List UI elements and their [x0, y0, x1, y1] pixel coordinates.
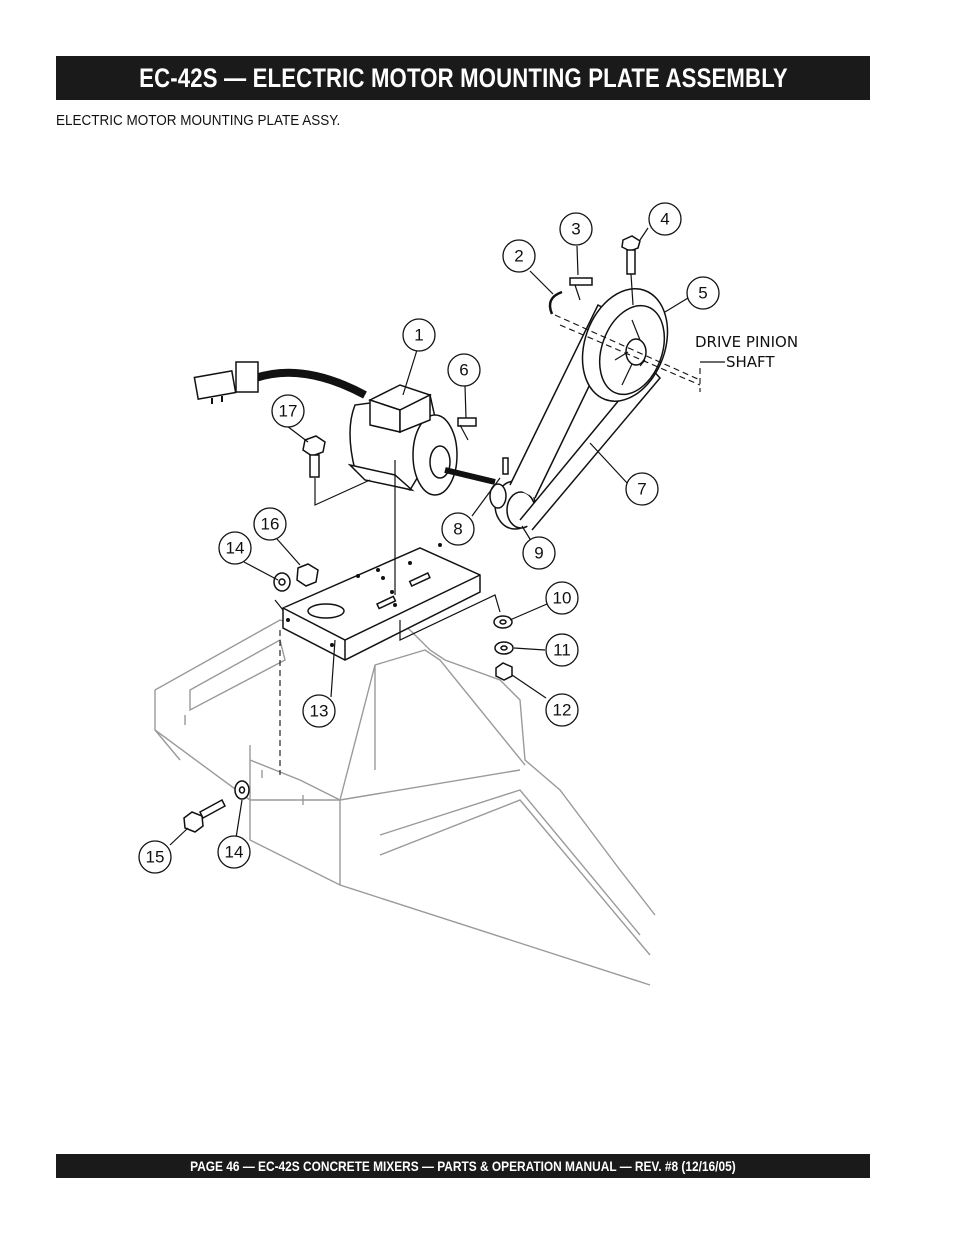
svg-text:17: 17	[279, 402, 298, 421]
callout-7: 7	[625, 472, 659, 506]
svg-text:7: 7	[637, 480, 646, 499]
callout-9: 9	[522, 536, 556, 570]
callout-8: 8	[441, 512, 475, 546]
callout-17: 17	[271, 394, 305, 428]
hardware-left	[183, 563, 319, 833]
mounting-plate	[282, 543, 481, 661]
page-title: EC-42S — ELECTRIC MOTOR MOUNTING PLATE A…	[138, 62, 788, 93]
svg-text:6: 6	[459, 361, 468, 380]
callout-6: 6	[447, 353, 481, 387]
footer-bar: PAGE 46 — EC-42S CONCRETE MIXERS — PARTS…	[56, 1154, 870, 1178]
callout-1: 1	[402, 318, 436, 352]
svg-text:12: 12	[553, 701, 572, 720]
section-subtitle: ELECTRIC MOTOR MOUNTING PLATE ASSY.	[56, 112, 341, 129]
pulley-key	[569, 277, 593, 286]
svg-text:14: 14	[225, 843, 244, 862]
callout-leaders	[169, 227, 725, 846]
svg-text:11: 11	[553, 641, 571, 660]
retaining-clip	[548, 290, 563, 315]
drive-pinion-shaft	[554, 314, 701, 392]
hardware-right	[493, 615, 514, 681]
pulley-bolt	[621, 235, 641, 275]
callout-4: 4	[648, 202, 682, 236]
svg-text:14: 14	[226, 539, 245, 558]
svg-text:2: 2	[514, 247, 523, 266]
callout-16: 16	[253, 507, 287, 541]
svg-text:8: 8	[453, 520, 462, 539]
svg-text:5: 5	[698, 284, 707, 303]
electric-motor	[193, 361, 496, 496]
svg-text:13: 13	[310, 702, 329, 721]
callout-14-bottom: 14	[217, 835, 251, 869]
svg-text:9: 9	[534, 544, 543, 563]
page-title-bar: EC-42S — ELECTRIC MOTOR MOUNTING PLATE A…	[56, 56, 870, 100]
callout-14-top: 14	[218, 531, 252, 565]
assembly-lines	[274, 273, 634, 775]
callout-15: 15	[138, 840, 172, 874]
callout-3: 3	[559, 212, 593, 246]
svg-text:SHAFT: SHAFT	[726, 353, 775, 371]
callout-13: 13	[302, 694, 336, 728]
footer-text: PAGE 46 — EC-42S CONCRETE MIXERS — PARTS…	[190, 1158, 736, 1174]
callout-12: 12	[545, 693, 579, 727]
motor-key	[457, 417, 477, 427]
drive-pinion-label: DRIVE PINION SHAFT	[695, 333, 798, 371]
callout-10: 10	[545, 581, 579, 615]
svg-text:DRIVE PINION: DRIVE PINION	[695, 333, 798, 351]
svg-text:4: 4	[660, 210, 669, 229]
callout-2: 2	[502, 239, 536, 273]
callout-11: 11	[545, 633, 579, 667]
svg-text:16: 16	[261, 515, 280, 534]
callout-5: 5	[686, 276, 720, 310]
trailer-frame	[154, 619, 656, 986]
drive-pulley	[581, 288, 669, 402]
svg-text:1: 1	[414, 326, 423, 345]
svg-text:10: 10	[553, 589, 572, 608]
motor-bolt	[302, 435, 326, 478]
svg-text:3: 3	[571, 220, 580, 239]
svg-text:15: 15	[146, 848, 165, 867]
